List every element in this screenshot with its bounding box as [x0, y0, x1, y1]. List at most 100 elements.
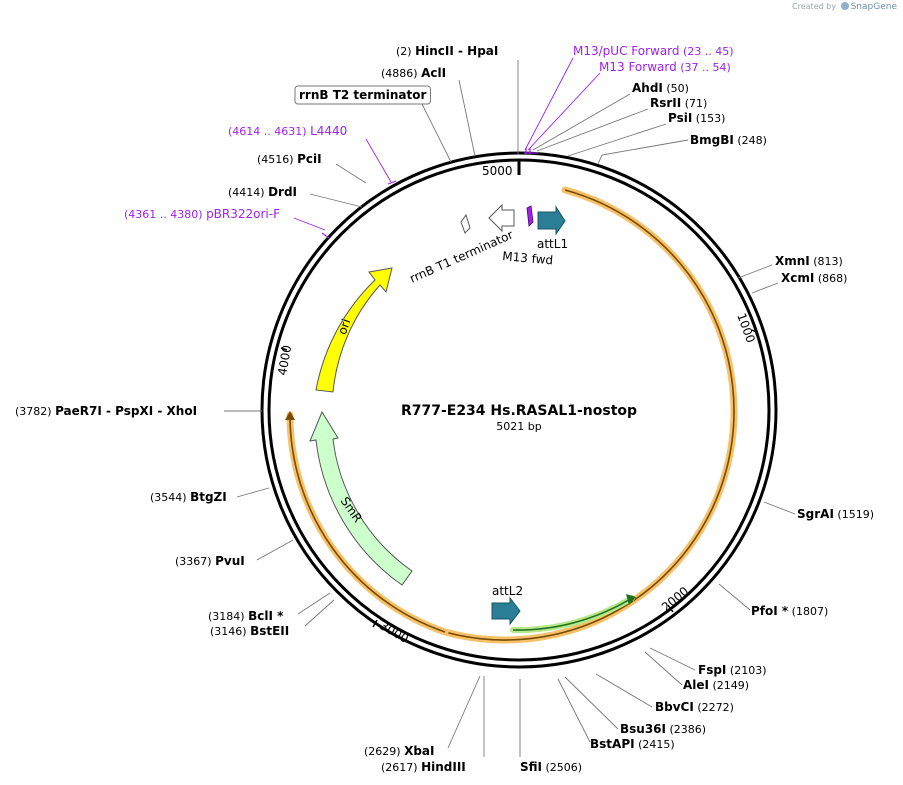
tick-2000 — [667, 604, 674, 613]
site-name: BbvCI — [655, 700, 694, 714]
site-name: PsiI — [668, 111, 692, 125]
site-label-bstapi: BstAPI (2415) — [590, 737, 675, 751]
feature-attl1-arrow — [537, 205, 566, 236]
feature-m13fwd-label: M13 fwd — [502, 249, 554, 267]
site-position: (3146) — [210, 625, 250, 638]
site-name: DrdI — [268, 185, 297, 199]
leader-btgzi — [236, 487, 270, 498]
leader-fspi — [649, 647, 696, 671]
rrnb-t2-label-box — [294, 85, 431, 105]
site-position: (3544) — [150, 491, 190, 504]
site-label-btgzi: (3544) BtgZI — [150, 490, 227, 504]
site-position: (4516) — [257, 153, 297, 166]
site-position: (3367) — [175, 555, 215, 568]
site-position: (50) — [663, 82, 689, 95]
site-label-hindiii: (2617) HindIII — [381, 760, 466, 774]
leader-bsu36i — [564, 676, 619, 730]
plasmid-name: R777-E234 Hs.RASAL1-nostop — [401, 403, 637, 419]
site-position: (868) — [814, 272, 847, 285]
site-name: pBR322ori-F — [206, 207, 280, 221]
site-name: AhdI — [632, 81, 663, 95]
backbone-inner-ring — [267, 158, 771, 662]
orange-arc-left-core — [289, 414, 446, 633]
site-position: (2629) — [364, 745, 404, 758]
feature-attl1-label: attL1 — [537, 237, 568, 251]
leader-pbr322ori — [293, 217, 326, 231]
site-position: (2386) — [666, 723, 706, 736]
site-label-hincii: (2) HincII - HpaI — [396, 44, 498, 58]
site-name: Bsu36I — [620, 722, 666, 736]
leader-sgrai — [763, 501, 796, 515]
feature-m13fwd-marker — [526, 205, 534, 227]
site-name: BstEII — [250, 624, 289, 638]
site-position: (4614 .. 4631) — [228, 125, 310, 138]
site-name: AleI — [683, 678, 709, 692]
tick-4000 — [280, 347, 288, 351]
site-label-pbr322ori-f: (4361 .. 4380) pBR322ori-F — [124, 207, 280, 221]
site-name: RsrII — [650, 96, 681, 110]
site-label-m13-forward: M13 Forward (37 .. 54) — [599, 60, 731, 74]
site-label-pvui: (3367) PvuI — [175, 554, 245, 568]
site-position: (2506) — [542, 761, 582, 774]
site-label-acli: (4886) AclI — [381, 66, 446, 80]
feature-stubs — [321, 148, 538, 239]
backbone-outer-ring — [260, 151, 778, 669]
leader-xcmi — [751, 282, 779, 294]
site-position: (23 .. 45) — [680, 45, 734, 58]
tick-1000 — [751, 329, 759, 334]
leader-m13puc — [524, 57, 574, 151]
credit-brand: SnapGene — [850, 2, 897, 12]
tick-label-5000: 5000 — [482, 164, 513, 178]
site-name: SfiI — [520, 760, 542, 774]
site-name: BclI * — [248, 609, 284, 623]
site-position: (813) — [810, 255, 843, 268]
leader-bcli — [297, 592, 331, 615]
site-position: (2415) — [635, 738, 675, 751]
site-name: PciI — [297, 152, 322, 166]
site-name: PaeR7I - PspXI - XhoI — [55, 404, 197, 418]
leader-bmgbi — [597, 139, 689, 165]
tick-label-4000: 4000 — [275, 344, 294, 377]
site-label-bbvci: BbvCI (2272) — [655, 700, 734, 714]
site-position: (4361 .. 4380) — [124, 208, 206, 221]
site-label-pfoi: PfoI * (1807) — [751, 604, 828, 618]
site-position: (248) — [734, 134, 767, 147]
feature-attl2-arrow — [491, 596, 521, 626]
site-name: SgrAI — [797, 507, 834, 521]
site-position: (3184) — [208, 610, 248, 623]
leader-drdi — [309, 193, 363, 208]
site-label-rsrii: RsrII (71) — [650, 96, 707, 110]
site-name: BtgZI — [190, 490, 227, 504]
site-name: PfoI * — [751, 604, 789, 618]
site-position: (71) — [681, 97, 707, 110]
site-label-bmgbi: BmgBI (248) — [690, 133, 767, 147]
site-position: (3782) — [15, 405, 55, 418]
orange-feature-arcs — [285, 186, 738, 644]
site-label-sfii: SfiI (2506) — [520, 760, 582, 774]
leader-bstapi — [557, 678, 591, 743]
site-name: BstAPI — [590, 737, 635, 751]
site-position: (4886) — [381, 67, 421, 80]
site-position: (2272) — [694, 701, 734, 714]
leader-xbai — [447, 675, 481, 749]
site-label-fspi: FspI (2103) — [698, 663, 766, 677]
leader-bbvci — [595, 673, 653, 708]
site-position: (1519) — [834, 508, 874, 521]
tick-label-1000: 1000 — [734, 311, 758, 344]
site-position: (1807) — [788, 605, 828, 618]
site-name: XbaI — [404, 744, 434, 758]
site-label-xbai: (2629) XbaI — [364, 744, 434, 758]
feature-ori-label: ori — [335, 317, 353, 336]
leader-xmni — [737, 264, 773, 279]
leader-bsteii — [304, 599, 335, 627]
credit-prefix: Created by — [792, 2, 837, 11]
leader-psii — [567, 123, 667, 157]
feature-ori — [315, 267, 393, 393]
plasmid-size: 5021 bp — [496, 420, 541, 433]
leader-alei — [644, 651, 683, 686]
orange-arc-right-core — [444, 189, 735, 641]
feature-rrnb-t2-terminator — [460, 213, 471, 234]
site-label-paer7i: (3782) PaeR7I - PspXI - XhoI — [15, 404, 197, 418]
site-name: AclI — [421, 66, 446, 80]
